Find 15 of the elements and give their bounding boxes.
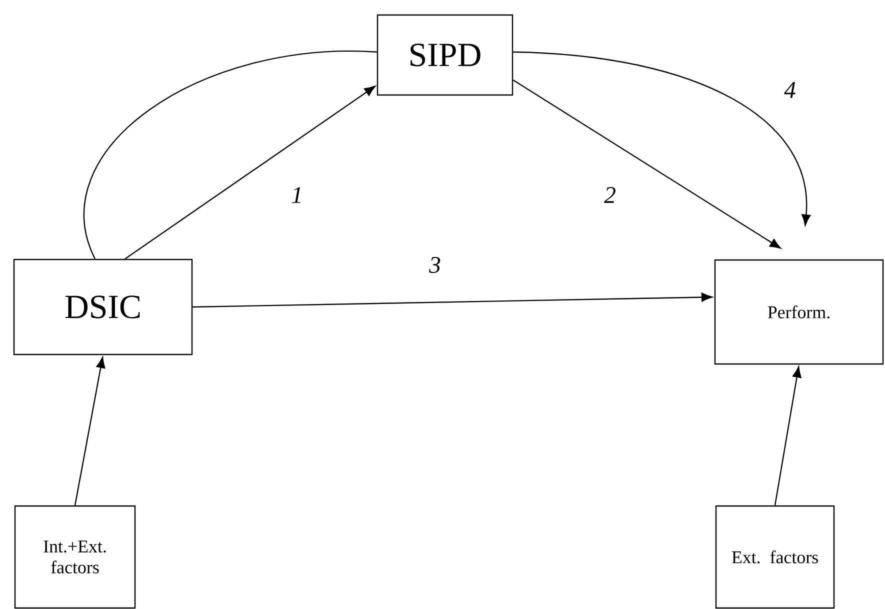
arrow bbox=[192, 292, 713, 308]
process-box: Int.+Ext. factors bbox=[14, 505, 136, 609]
process-box: Perform. bbox=[714, 259, 884, 365]
edge-label: 4 bbox=[783, 81, 797, 99]
edge-label: 3 bbox=[428, 256, 442, 274]
edge-label: 1 bbox=[290, 186, 304, 204]
arrow bbox=[774, 366, 802, 506]
arrow bbox=[513, 51, 811, 226]
process-box: DSIC bbox=[13, 258, 193, 356]
arrow bbox=[74, 356, 106, 506]
arrow bbox=[512, 79, 781, 249]
process-box: Ext. factors bbox=[715, 505, 835, 609]
edge-label: 2 bbox=[603, 186, 617, 204]
arrow bbox=[124, 86, 376, 260]
process-box: SIPD bbox=[376, 14, 514, 96]
